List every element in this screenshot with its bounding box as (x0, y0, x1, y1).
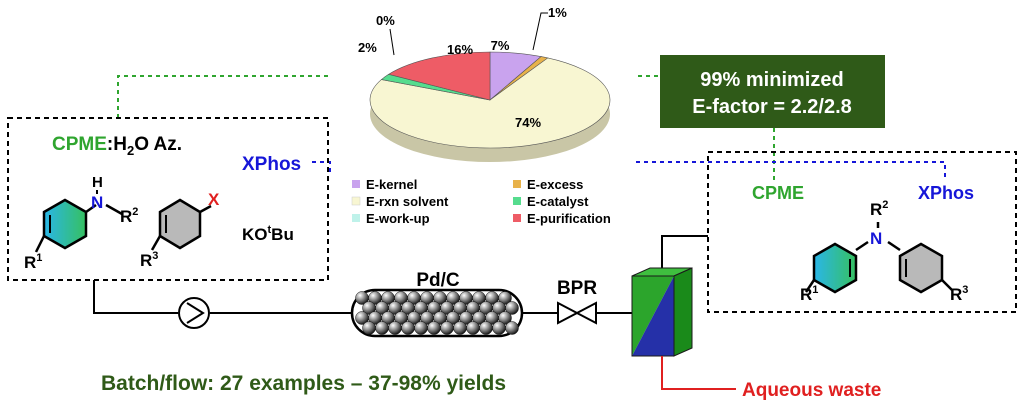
catalyst-bead (362, 321, 376, 335)
aniline-r1: R1 (24, 252, 42, 272)
liquid-separator (631, 267, 693, 357)
xphos-connector-right (636, 161, 946, 180)
aryl-r3: R3 (140, 250, 158, 270)
efactor-box: 99% minimized E-factor = 2.2/2.8 (660, 55, 885, 128)
legend-label-excess: E-excess (527, 177, 583, 192)
legend-swatch-catalyst (513, 197, 521, 205)
legend-label-purification: E-purification (527, 211, 611, 226)
leader-line-workup (389, 28, 395, 56)
leader-line-excess (532, 12, 548, 51)
n-r2-bond (105, 203, 123, 216)
reactor-label: Pd/C (416, 270, 460, 291)
aniline-h-atom: H (92, 174, 103, 191)
aniline-n-atom: N (91, 193, 103, 212)
ring-r1-bond (34, 235, 46, 253)
pie-slice-e-purification (387, 51, 491, 101)
separator-side (673, 267, 693, 357)
pie-data-label: 0% (376, 13, 395, 28)
n-left-bond (855, 240, 869, 252)
ligand-label-batch: XPhos (242, 154, 301, 175)
catalyst-bead (466, 321, 480, 335)
aniline-cn-bond (85, 203, 97, 214)
product-box: CPME XPhos R2 N R1 R3 (707, 151, 1017, 313)
product-r1: R1 (800, 284, 818, 304)
waste-label: Aqueous waste (742, 380, 881, 401)
solvent-label: CPME:H2O Az. (52, 134, 182, 158)
waste-line (661, 356, 736, 390)
reactants-box-border (7, 117, 329, 281)
catalyst-bead (401, 321, 415, 335)
aryl-cx-bond (199, 204, 212, 214)
bpr-label: BPR (557, 278, 597, 299)
pie-data-label: 2% (358, 40, 377, 55)
pie-labels: 7% 1% 74% 2% 0% 16% (358, 5, 567, 130)
pie-data-label: 74% (515, 115, 541, 130)
xphos-connector-left (312, 161, 331, 174)
product-r3-bond (941, 279, 953, 291)
catalyst-bead (388, 321, 402, 335)
product-r1-bond (804, 279, 816, 293)
legend-swatch-purification (513, 214, 521, 222)
feed-line (93, 280, 178, 314)
product-r2: R2 (870, 199, 888, 219)
pie-legend: E-kernel E-excess E-rxn solvent E-cataly… (351, 177, 611, 226)
bpr-valve-icon: BPR (557, 278, 597, 325)
pump-icon (178, 297, 210, 329)
separator-front (631, 275, 675, 357)
catalyst-bead (492, 321, 506, 335)
pie-data-label: 7% (491, 38, 510, 53)
aryl-r3-bond (150, 235, 162, 251)
n-right-bond (887, 240, 901, 252)
legend-label-workup: E-work-up (366, 211, 430, 226)
aniline-r2: R2 (120, 206, 138, 226)
catalyst-beads (355, 291, 519, 335)
pie-data-label: 1% (548, 5, 567, 20)
catalyst-bead (498, 291, 512, 305)
aniline-structure: N H R2 R1 (24, 174, 138, 272)
reactants-box: CPME:H2O Az. XPhos KOtBu N H R2 R1 X R3 (7, 117, 329, 281)
catalyst-bead (498, 311, 512, 325)
catalyst-bead (505, 321, 519, 335)
catalyst-bead (375, 321, 389, 335)
product-ring-right (898, 242, 944, 294)
efactor-line2: E-factor = 2.2/2.8 (692, 96, 852, 118)
separator-aqueous-phase (632, 276, 674, 356)
product-structure: R2 N R1 R3 (800, 199, 968, 304)
catalyst-bead (414, 321, 428, 335)
separator-to-product-line (661, 235, 708, 268)
pie-connector-left (117, 75, 330, 118)
efactor-box-bg (660, 55, 885, 128)
pie-data-label: 16% (447, 42, 473, 57)
catalyst-bead (479, 321, 493, 335)
legend-swatch-excess (513, 180, 521, 188)
legend-swatch-workup (352, 214, 360, 222)
summary-text: Batch/flow: 27 examples – 37-98% yields (101, 372, 506, 395)
legend-swatch-solvent (351, 196, 361, 206)
legend-label-kernel: E-kernel (366, 177, 417, 192)
catalyst-bead (505, 301, 519, 315)
pie-slice-e-rxn-solvent (369, 57, 611, 149)
catalyst-bead (427, 321, 441, 335)
legend-label-solvent: E-rxn solvent (366, 194, 449, 209)
pie-slices (369, 51, 611, 149)
efactor-line1: 99% minimized (700, 69, 843, 91)
packed-bed-reactor: Pd/C (350, 270, 524, 338)
legend-label-catalyst: E-catalyst (527, 194, 589, 209)
efactor-pie-chart: 7% 1% 74% 2% 0% 16% (358, 5, 611, 162)
legend-swatch-kernel (352, 180, 360, 188)
flow-line (93, 235, 708, 314)
product-ligand-label: XPhos (918, 183, 974, 203)
catalyst-bead (440, 321, 454, 335)
product-ring-left (812, 242, 858, 294)
halide-label: X (208, 190, 220, 209)
product-solvent-label: CPME (752, 183, 804, 203)
catalyst-bead (453, 321, 467, 335)
base-label: KOtBu (242, 224, 294, 244)
product-r3: R3 (950, 284, 968, 304)
product-n-atom: N (870, 229, 882, 248)
product-box-border (707, 151, 1017, 313)
aryl-halide-structure: X R3 (140, 190, 220, 270)
